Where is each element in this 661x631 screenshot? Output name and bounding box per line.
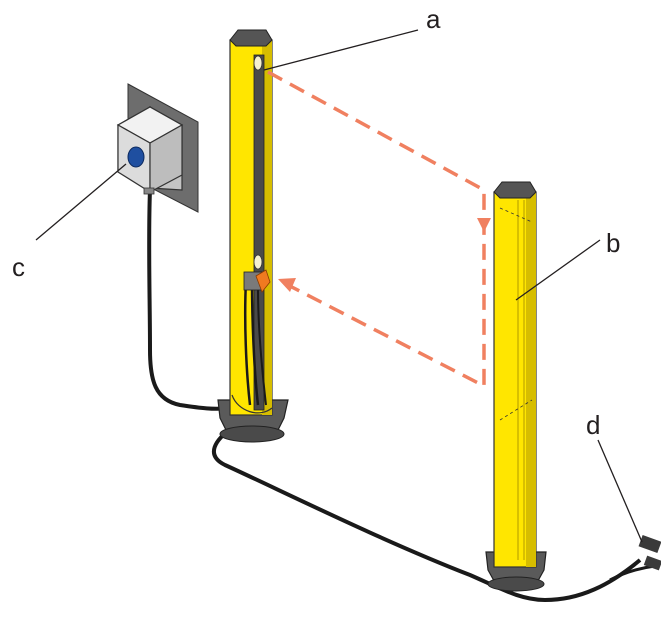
control-box [116, 83, 199, 213]
leader-lines [35, 29, 643, 543]
left-column-wire-3 [257, 289, 267, 406]
leader-b [515, 239, 601, 301]
beam-arrow-left-icon [278, 278, 296, 292]
left-emitter-top [253, 55, 263, 71]
left-column-cap [229, 29, 273, 47]
left-column-bottom-curve [231, 394, 273, 414]
control-box-cable [147, 189, 229, 411]
right-column-shadow [526, 192, 536, 567]
labels: a b c d [12, 4, 620, 440]
cable-gland [143, 187, 155, 195]
leader-d [597, 439, 643, 543]
left-column-wire-1 [243, 279, 252, 406]
right-column-cap [493, 181, 537, 199]
beam-path [267, 70, 486, 388]
connector-plug-2 [643, 555, 661, 571]
label-a: a [426, 4, 441, 34]
system-cable [211, 426, 642, 603]
left-column [217, 29, 289, 443]
label-c: c [12, 252, 25, 282]
label-b: b [606, 228, 620, 258]
leader-a [263, 29, 419, 71]
connector-plug-1 [638, 534, 661, 554]
right-internal-dash-bottom [499, 399, 533, 421]
label-d: d [586, 410, 600, 440]
right-base-foot [487, 576, 545, 592]
blue-button-icon [127, 146, 145, 168]
left-column-wire-2 [250, 279, 260, 406]
left-base-foot [219, 425, 285, 443]
left-emitter-bottom [253, 254, 263, 270]
cables [147, 189, 661, 603]
box-right-face [149, 123, 183, 193]
left-column-shadow [262, 40, 272, 415]
left-column-lens [253, 54, 265, 411]
right-column [485, 181, 547, 592]
beam-arrow-down-icon [477, 218, 491, 232]
orange-connector-icon [255, 269, 271, 293]
light-beam [267, 70, 491, 388]
leader-c [35, 163, 127, 241]
